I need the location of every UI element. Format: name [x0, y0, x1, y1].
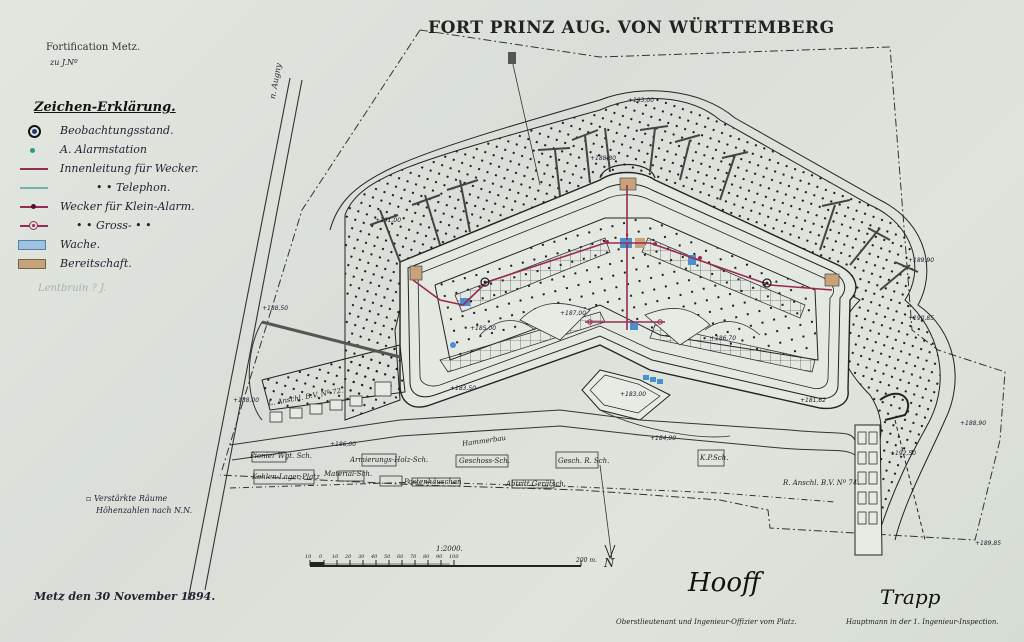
obstacle-posts [369, 125, 919, 291]
scale-tick-label: 30 [358, 554, 365, 560]
building-label: Postenhäuschen [404, 478, 462, 486]
legend-item-large-alarm: • • Gross- • • [16, 216, 246, 235]
legend-item-bell-wiring: Innenleitung für Wecker. [16, 159, 246, 178]
casemates-left [454, 237, 611, 313]
legend-item-telephone: • • Telephon. [16, 178, 246, 197]
bell-line-icon [16, 162, 56, 176]
scale-tick-label: 40 [371, 554, 378, 560]
building-label: Material-Sch. [324, 470, 373, 478]
officer-title-right: Hauptmann in der 1. Ingenieur-Inspection… [846, 618, 999, 626]
pencil-note: Lentbruin ? J. [38, 283, 107, 294]
elevation-label: +185,00 [470, 325, 496, 332]
annex-wall-left [261, 320, 401, 359]
reference-number: zu J.Nº [50, 58, 78, 67]
observation-post-icon [16, 124, 56, 138]
building-label: Abtritt Gerätsch. [506, 480, 567, 488]
elevation-label: +188,00 [233, 397, 259, 404]
building-label: Geschoss-Sch. [459, 457, 510, 465]
signature-right: Trapp [880, 585, 941, 609]
scale-tick-label: 80 [423, 554, 430, 560]
readiness-room-left [409, 265, 423, 281]
scale-bar [309, 560, 582, 567]
signature-left: Hooff [688, 568, 761, 598]
guard-swatch-icon [16, 238, 56, 252]
road-augny-right [204, 79, 303, 591]
legend-item-small-alarm: Wecker für Klein-Alarm. [16, 197, 246, 216]
scale-tick-label: 20 [345, 554, 352, 560]
legend-item-readiness: Bereitschaft. [16, 254, 246, 273]
elevation-label: +187,00 [560, 310, 586, 317]
legend-title: Zeichen-Erklärung. [34, 100, 176, 115]
legend-item-observation: Beobachtungsstand. [16, 121, 246, 140]
note-heights: Höhenzahlen nach N.N. [96, 506, 193, 515]
elevation-label: +184,00 [650, 435, 676, 442]
building-label: Gesch. R. Sch. [558, 457, 610, 465]
alarm-station-icon [16, 143, 56, 157]
fortification-label: Fortification Metz. [46, 42, 141, 53]
elevation-label: +188,50 [262, 305, 288, 312]
hatched-block [508, 52, 516, 64]
scale-tick-label: 10 [305, 554, 312, 560]
map-title: FORT PRINZ AUG. VON WÜRTTEMBERG [428, 18, 835, 38]
elevation-label: +188,80 [590, 155, 616, 162]
guard-room [688, 255, 696, 265]
telephone-line-icon [16, 181, 56, 195]
glacis [344, 98, 941, 531]
north-arrow [604, 544, 616, 560]
elevation-label: +186,00 [330, 441, 356, 448]
large-alarm-icon [16, 219, 56, 233]
small-alarm-icon [16, 200, 56, 214]
scale-tick-label: 50 [384, 554, 391, 560]
right-annex-label: R. Anschl. B.V. Nº 74. [783, 479, 860, 487]
building-label: K.P.Sch. [700, 454, 729, 462]
elevation-label: +181,62 [800, 397, 826, 404]
elevation-label: +192,50 [890, 450, 916, 457]
scale-tick-label: 0 [319, 554, 323, 560]
note-reinforced: ▫ Verstärkte Räume [86, 494, 168, 503]
guard-room [657, 379, 663, 384]
left-annex [261, 344, 406, 411]
guard-marker [450, 342, 456, 348]
right-annex [854, 424, 883, 556]
guard-room [643, 375, 649, 380]
bell-wiring [412, 185, 833, 330]
road-augny-left [187, 77, 291, 601]
scale-ratio: 1:2000. [436, 545, 463, 553]
readiness-room-right [824, 273, 840, 287]
access-road [229, 409, 856, 446]
place-date: Metz den 30 November 1894. [34, 590, 216, 603]
guard-room [630, 322, 638, 330]
outbuildings [251, 449, 725, 489]
elevation-label: +186,70 [710, 335, 736, 342]
elevation-label: +191,00 [375, 217, 401, 224]
scale-tick-label: 10 [332, 554, 339, 560]
legend: Zeichen-Erklärung. Beobachtungsstand. A.… [16, 100, 246, 294]
building-label: Kohlen-Lager-Platz [252, 473, 320, 481]
legend-item-alarm-station: A. Alarmstation [16, 140, 246, 159]
scale-tick-label: 90 [436, 554, 443, 560]
elevation-label: +188,90 [960, 420, 986, 427]
elevation-label: +189,90 [908, 257, 934, 264]
guard-room [650, 377, 656, 382]
elevation-label: +190,85 [908, 315, 934, 322]
elevation-label: +183,50 [450, 385, 476, 392]
salient-caponier [599, 163, 656, 179]
readiness-swatch-icon [16, 257, 56, 271]
building-label: Pionier Wgt. Sch. [250, 452, 313, 460]
elevation-label: +193,00 [628, 97, 654, 104]
officer-title-left: Oberstlieutenant und Ingenieur-Offizier … [616, 618, 797, 626]
scale-end-label: 200 m. [576, 557, 597, 564]
inner-fence [229, 481, 836, 503]
north-label: N [604, 556, 615, 570]
readiness-room-top [619, 177, 637, 191]
scale-tick-label: 70 [410, 554, 417, 560]
elevation-label: +189,85 [975, 540, 1001, 547]
elevation-label: +183,00 [620, 391, 646, 398]
building-label: Armierungs-Holz-Sch. [350, 456, 429, 464]
legend-item-guard: Wache. [16, 235, 246, 254]
scale-tick-label: 100 [449, 554, 459, 560]
scale-tick-label: 60 [397, 554, 404, 560]
